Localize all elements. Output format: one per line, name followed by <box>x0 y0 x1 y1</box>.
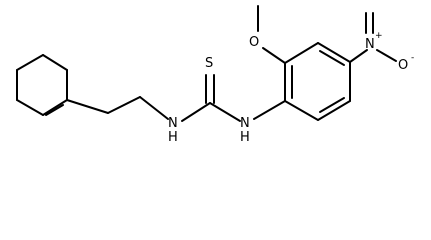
n-to-ring-bond <box>253 100 286 120</box>
methoxy-group: O <box>249 5 286 64</box>
aromatic-bond <box>284 42 319 64</box>
c-to-n-bond <box>209 102 241 122</box>
cyclohexene-ring <box>16 54 68 116</box>
right-nitrogen-label: N <box>240 116 250 131</box>
aromatic-inner-bond <box>319 50 345 66</box>
ring-to-nitro-bond <box>349 49 368 63</box>
sulfur-label: S <box>205 56 213 71</box>
linker-bond <box>66 99 109 114</box>
linker-bond <box>139 96 169 120</box>
ethyl-linker <box>66 96 169 120</box>
benzene-ring <box>284 42 351 121</box>
n-to-c-bond <box>181 102 211 122</box>
right-nh-group: N H <box>240 100 286 145</box>
ring-bond <box>16 54 44 71</box>
left-nitrogen-label: N <box>168 116 178 131</box>
nitro-plus-charge: + <box>375 31 383 41</box>
aromatic-inner-bond <box>319 97 345 113</box>
ring-double-bond-inner <box>45 104 64 116</box>
nitro-minus-charge: - <box>411 53 414 63</box>
thiourea-structure-diagram: N H S N H O N + <box>16 5 414 145</box>
nitro-to-oxygen-bond <box>376 49 397 62</box>
left-hydrogen-label: H <box>168 130 178 145</box>
methoxy-oxygen-label: O <box>249 35 259 50</box>
ring-bond <box>16 99 44 116</box>
thiourea-core: S <box>181 56 241 122</box>
aromatic-bond <box>284 100 319 121</box>
aromatic-bond <box>317 100 351 121</box>
nitro-nitrogen-label: N <box>365 37 375 52</box>
linker-bond <box>107 96 141 114</box>
ring-to-oxygen-bond <box>262 47 286 64</box>
ring-double-bond-outer <box>42 99 68 116</box>
nitro-oxygen-label: O <box>398 58 408 73</box>
nitro-group: N + O - <box>349 12 414 73</box>
right-hydrogen-label: H <box>240 130 250 145</box>
ring-bond <box>42 54 68 71</box>
aromatic-bond <box>317 42 351 63</box>
left-nh-group: N H <box>168 116 178 145</box>
